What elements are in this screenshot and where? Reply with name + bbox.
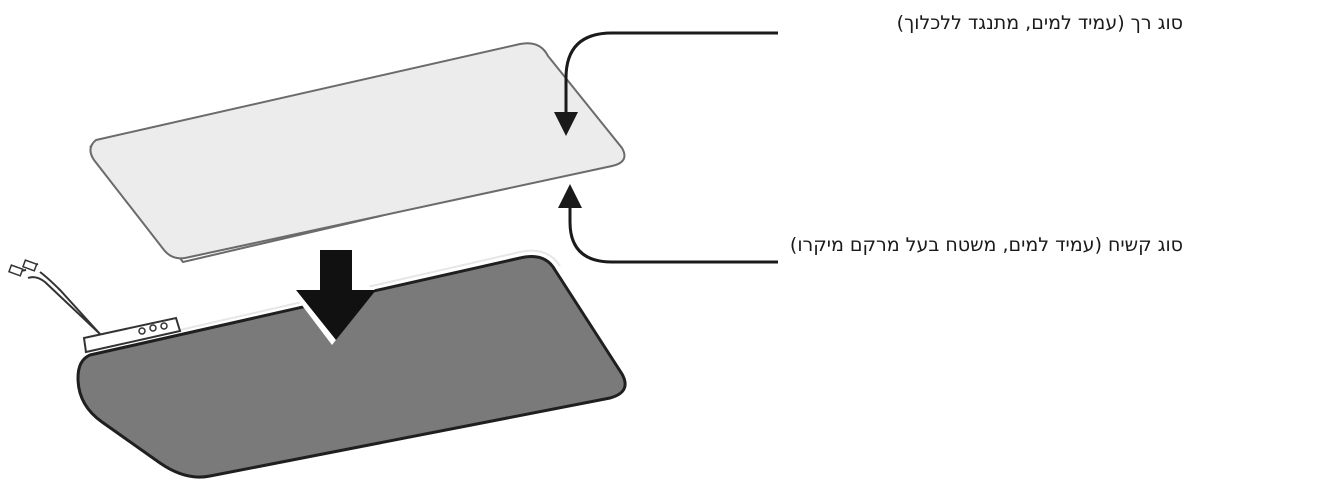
usb-plug-1 bbox=[8, 264, 24, 277]
usb-cable-icon bbox=[13, 263, 101, 335]
soft-pad bbox=[89, 42, 626, 264]
controller bbox=[8, 259, 182, 354]
soft-side-label: סוג רך (עמיד למים, מתנגד ללכלוך) bbox=[896, 12, 1183, 34]
controller-button-1 bbox=[138, 327, 146, 335]
leader-hard bbox=[558, 184, 778, 264]
soft-pad-body bbox=[89, 42, 626, 260]
controller-button-2 bbox=[149, 324, 157, 332]
thick-down-arrow-icon bbox=[296, 250, 376, 345]
arrow-shape bbox=[296, 250, 376, 340]
hard-pad bbox=[76, 249, 627, 479]
controller-button-3 bbox=[160, 322, 168, 330]
hard-pad-edge bbox=[83, 249, 561, 353]
hard-side-label: סוג קשיח (עמיד למים, משטח בעל מרקם מיקרו… bbox=[789, 234, 1183, 256]
leader-soft bbox=[554, 31, 778, 136]
leader-soft-line bbox=[554, 31, 778, 136]
usb-plug-2 bbox=[22, 259, 38, 272]
leader-hard-line bbox=[558, 184, 778, 264]
hard-pad-body bbox=[76, 255, 627, 479]
